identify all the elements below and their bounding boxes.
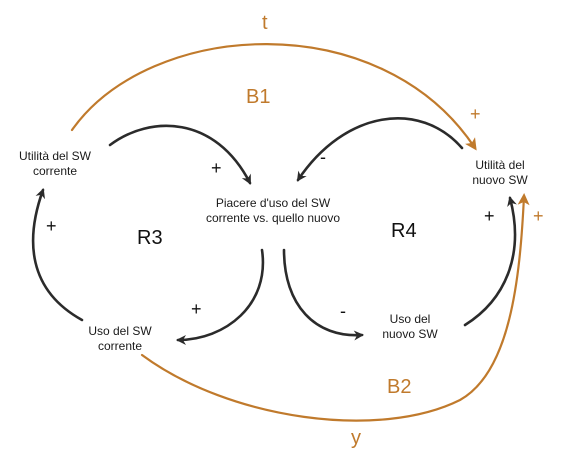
polarity-sign-r4-right: + <box>484 206 495 226</box>
delay-label-y: y <box>351 427 361 449</box>
arrow-utilita-nuovo-to-piacere <box>296 117 464 182</box>
node-line: Piacere d'uso del SW <box>215 196 331 210</box>
arrow-b2-uso-corrente-to-utilita-nuovo <box>140 193 530 422</box>
node-line: Utilità del <box>475 158 525 172</box>
polarity-sign-r4-bottom: - <box>340 301 346 321</box>
polarity-sign-r3-top: + <box>211 158 222 178</box>
node-line: corrente <box>32 164 78 178</box>
arrow-piacere-to-uso-corrente <box>176 248 265 345</box>
node-line: corrente vs. quello nuovo <box>205 211 341 225</box>
loop-label-r3: R3 <box>137 227 163 249</box>
polarity-sign-r3-left: + <box>46 216 57 236</box>
node-line: Utilità del SW <box>18 149 92 163</box>
node-line: nuovo SW <box>472 173 528 187</box>
node-line: nuovo SW <box>382 327 438 341</box>
loop-label-b1: B1 <box>246 86 271 108</box>
arrow-utilita-corrente-to-piacere <box>108 124 252 185</box>
loop-label-r4: R4 <box>391 220 417 242</box>
node-uso-sw-corrente: Uso del SW corrente <box>75 324 165 354</box>
polarity-sign-r3-bottom: + <box>191 299 202 319</box>
node-line: Uso del SW <box>88 324 152 338</box>
delay-label-t: t <box>262 12 268 34</box>
polarity-sign-r4-top: - <box>320 147 326 167</box>
arrow-uso-nuovo-to-utilita-nuovo <box>463 196 517 327</box>
node-uso-nuovo-sw: Uso del nuovo SW <box>370 312 450 342</box>
node-utilita-sw-corrente: Utilità del SW corrente <box>10 149 100 179</box>
loop-label-b2: B2 <box>387 376 412 398</box>
node-line: Uso del <box>389 312 431 326</box>
node-utilita-nuovo-sw: Utilità del nuovo SW <box>460 158 540 188</box>
node-line: corrente <box>97 339 143 353</box>
arrow-piacere-to-uso-nuovo <box>282 248 364 341</box>
arrow-uso-corrente-to-utilita-corrente <box>31 188 84 322</box>
node-piacere-uso: Piacere d'uso del SW corrente vs. quello… <box>188 196 358 226</box>
polarity-sign-b2: + <box>533 206 544 226</box>
arrow-b1-utilita-corrente-to-utilita-nuovo <box>70 43 477 151</box>
polarity-sign-b1: + <box>470 104 481 124</box>
